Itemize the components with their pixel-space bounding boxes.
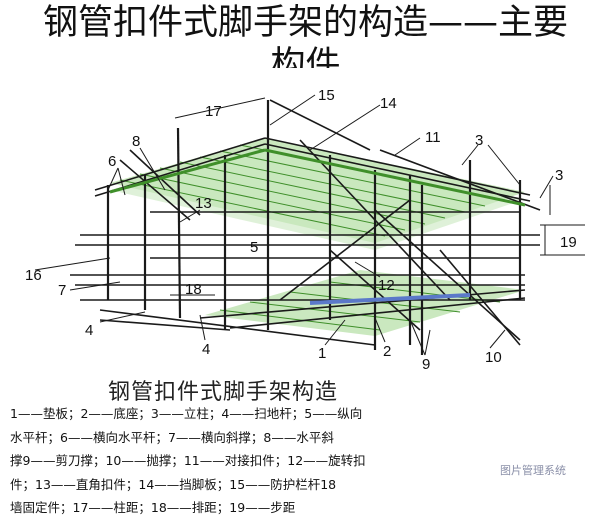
scaffold-diagram: 17 15 14 11 3 8 6 3 13 5 19 16 12 7 18 4… <box>25 87 585 370</box>
callout-12: 12 <box>378 277 395 294</box>
callout-4-bottom: 4 <box>202 341 210 358</box>
legend-line: 水平杆；6——横向水平杆；7——横向斜撑；8——水平斜 <box>10 429 334 445</box>
callout-numbers: 17 15 14 11 3 8 6 3 13 5 19 16 12 7 18 4… <box>25 87 577 370</box>
ledgers-transoms <box>70 99 541 346</box>
callout-14: 14 <box>380 95 397 112</box>
bracing <box>119 139 521 346</box>
callout-9: 9 <box>422 356 430 370</box>
callout-15: 15 <box>318 87 335 104</box>
legend-line: 撑9——剪刀撑；10——抛撑；11——对接扣件；12——旋转扣 <box>10 453 366 468</box>
callout-2: 2 <box>383 343 391 360</box>
callout-leader-lines <box>34 94 554 356</box>
callout-13: 13 <box>195 195 212 212</box>
callout-8: 8 <box>132 133 140 150</box>
callout-5: 5 <box>250 239 258 256</box>
title-line-2: 构件 <box>270 45 341 68</box>
slide-title: 钢管扣件式脚手架的构造——主要 构件 <box>0 2 611 68</box>
callout-19: 19 <box>560 234 577 251</box>
callout-11: 11 <box>425 129 441 146</box>
callout-3-right: 3 <box>555 167 563 184</box>
callout-4-left: 4 <box>85 322 93 339</box>
legend-line: 件；13——直角扣件；14——挡脚板；15——防护栏杆18 <box>10 476 337 492</box>
dimension-lines <box>170 97 585 296</box>
callout-16: 16 <box>25 267 42 284</box>
diagram-caption: 钢管扣件式脚手架构造 <box>108 380 339 405</box>
callout-18: 18 <box>185 281 202 298</box>
toe-boards <box>109 148 526 305</box>
callout-1: 1 <box>318 345 326 362</box>
callout-3-top: 3 <box>475 132 483 149</box>
callout-10: 10 <box>485 349 502 366</box>
callout-17: 17 <box>205 103 222 120</box>
legend-line: 1——垫板；2——底座；3——立柱；4——扫地杆；5——纵向 <box>10 406 363 421</box>
watermark: 图片管理系统 <box>500 464 566 477</box>
legend-text: 1——垫板；2——底座；3——立柱；4——扫地杆；5——纵向 水平杆；6——横向… <box>10 402 605 520</box>
title-line-1: 钢管扣件式脚手架的构造——主要 <box>42 3 568 43</box>
callout-6: 6 <box>108 153 116 170</box>
callout-7: 7 <box>58 282 66 299</box>
